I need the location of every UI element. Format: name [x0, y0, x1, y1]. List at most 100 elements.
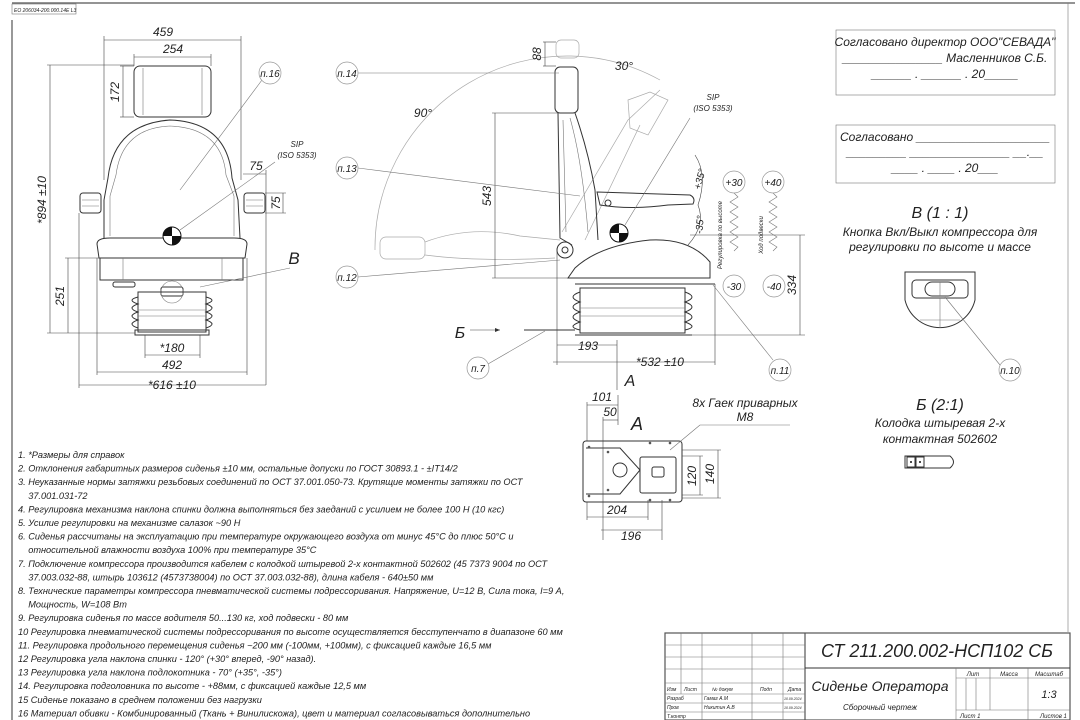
- detail-b-desc-line1: Колодка штыревая 2-х: [875, 416, 1006, 430]
- note-line: 2. Отклонения габаритных размеров сидень…: [17, 464, 458, 474]
- callout-p10: п.10: [1000, 366, 1020, 377]
- dim-616: *616 ±10: [148, 378, 196, 392]
- checker-name: Никитин А.В: [704, 705, 735, 711]
- approval-1-line2: _______________ Масленников С.Б.: [842, 51, 1048, 65]
- note-line: 5. Усилие регулировки на механизме салаз…: [18, 518, 241, 528]
- approval-2-line3: ____ . ____ . 20___: [891, 161, 999, 175]
- dim-196: 196: [621, 529, 641, 543]
- nuts-note-line1: 8х Гаек приварных: [692, 396, 798, 410]
- role-developer: Разраб: [667, 696, 684, 702]
- susp-minus-40: -40: [767, 282, 782, 293]
- hdr-doc: № докум: [712, 687, 733, 693]
- side-sip-standard: (ISO 5353): [693, 104, 732, 113]
- side-bellows: [572, 287, 693, 336]
- approval-2-line1: Согласовано ____________________: [840, 130, 1050, 144]
- approval-box-2: Согласовано ____________________ _______…: [835, 124, 1056, 184]
- detail-v: В (1 : 1) Кнопка Вкл/Выкл компрессора дл…: [843, 205, 1038, 382]
- mounting-plate: [582, 440, 683, 503]
- armrest-left: [79, 192, 102, 214]
- col-scale: Масштаб: [1035, 672, 1064, 678]
- dim-180: *180: [160, 341, 185, 355]
- note-line: 12 Регулировка угла наклона спинки - 120…: [18, 654, 316, 664]
- sheet-number: Лист 1: [959, 714, 980, 720]
- note-line: 4. Регулировка механизма наклона спинки …: [18, 504, 504, 514]
- arm-angle-up: +35°: [693, 168, 709, 191]
- dim-140: 140: [703, 464, 717, 484]
- callout-p11: п.11: [771, 366, 790, 377]
- callout-p7: п.7: [471, 364, 485, 375]
- col-lit: Лит: [966, 672, 979, 678]
- view-a: А 101 50 8х Гаек приварных М8 120 140 20…: [582, 390, 799, 543]
- headrest: [133, 65, 212, 118]
- side-dimensions: [470, 41, 805, 390]
- developer-name: Гамаз А.М: [704, 696, 729, 702]
- recline-arc: [374, 55, 661, 251]
- side-view: 88 30° 90° 543 SIP (ISO 5353) +35° -35° …: [335, 39, 805, 390]
- suspension-bellows: [131, 291, 213, 336]
- view-a-marker: А: [624, 373, 636, 390]
- view-b-marker: Б: [455, 325, 465, 342]
- dim-459: 459: [153, 25, 173, 39]
- dim-492: 492: [162, 358, 182, 372]
- drawing-name: Сиденье Оператора: [812, 678, 949, 694]
- angle-90: 90°: [414, 106, 432, 120]
- role-tcontrol: Т.контр: [667, 714, 686, 720]
- front-dimensions: [47, 36, 286, 388]
- title-block: СТ 211.200.002-НСП102 СБ Сиденье Операто…: [664, 632, 1071, 720]
- view-a-title: А: [630, 414, 643, 434]
- nuts-note-line2: М8: [737, 410, 754, 424]
- note-line: 7. Подключение компрессора производится …: [18, 559, 548, 569]
- note-line: 11. Регулировка продольного перемещения …: [18, 640, 492, 650]
- hdr-sign: Подп: [760, 687, 772, 693]
- note-line: 37.001.031-72: [18, 491, 87, 501]
- hdr-list: Лист: [683, 687, 697, 693]
- callout-p14: п.14: [337, 69, 357, 80]
- height-adjust-label: Регулировка по высоте: [718, 200, 724, 269]
- sip-marker-icon: [162, 226, 182, 246]
- hdr-izm: Изм: [667, 687, 677, 693]
- recline-pivot: [556, 241, 574, 259]
- detail-b-title: Б (2:1): [916, 397, 964, 414]
- note-line: 1. *Размеры для справок: [18, 450, 125, 460]
- note-line: 13 Регулировка угла наклона подлокотника…: [18, 668, 282, 678]
- approval-box-director: Согласовано директор ООО"СЕВАДА" _______…: [835, 29, 1056, 96]
- dim-120: 120: [685, 466, 699, 486]
- note-line: относительной влажности воздуха 100% при…: [18, 545, 317, 555]
- connector-icon: [904, 455, 954, 469]
- hdr-date: Дата: [787, 687, 801, 693]
- detail-b-desc-line2: контактная 502602: [883, 432, 998, 446]
- dim-532: *532 ±10: [636, 355, 684, 369]
- angle-30: 30°: [615, 59, 633, 73]
- sheet-count: Листов 1: [1039, 714, 1067, 720]
- note-line: 15 Сиденье показано в среднем положении …: [18, 695, 262, 705]
- detail-b: Б (2:1) Колодка штыревая 2-х контактная …: [875, 397, 1006, 469]
- seat-cushion: [96, 237, 248, 259]
- approval-2-line2: _________ _______________ __.__: [846, 145, 1044, 159]
- dim-75-v: 75: [269, 196, 283, 210]
- note-line: 8. Технические параметры компрессора пне…: [18, 586, 564, 596]
- susp-plus-40: +40: [765, 178, 782, 189]
- detail-v-title: В (1 : 1): [912, 205, 969, 222]
- note-line: 6. Сиденья рассчитаны на эксплуатацию пр…: [18, 532, 513, 542]
- dim-101: 101: [592, 390, 612, 404]
- callout-p16: п.16: [260, 69, 280, 80]
- height-plus-30: +30: [726, 178, 743, 189]
- approval-1-line3: ______ . ______ . 20_____: [871, 67, 1019, 81]
- note-line: 3. Неуказанные нормы затяжки резьбовых с…: [18, 477, 524, 487]
- detail-v-desc-line1: Кнопка Вкл/Выкл компрессора для: [843, 225, 1038, 239]
- stamp-text: ЕО 206034-200.000.14Е L3: [14, 8, 76, 14]
- dim-334: 334: [785, 275, 799, 295]
- note-line: 9. Регулировка сиденья по массе водителя…: [18, 613, 349, 623]
- note-line: Мощность, W=108 Вт: [18, 600, 127, 610]
- note-line: 37.003.032-88, штырь 103612 (4573738004)…: [18, 572, 434, 582]
- side-sip-label: SIP: [707, 93, 721, 102]
- detail-v-desc-line2: регулировки по высоте и массе: [848, 240, 1031, 254]
- sip-standard: (ISO 5353): [277, 151, 316, 160]
- dim-204: 204: [606, 503, 627, 517]
- note-line: 16 Материал обивки - Комбинированный (Тк…: [18, 708, 530, 718]
- arm-angle-down: -35°: [694, 215, 707, 234]
- note-line: 14. Регулировка подголовника по высоте -…: [18, 681, 367, 691]
- side-armrest: [596, 191, 695, 208]
- checker-date: 10.09.2024: [784, 706, 802, 710]
